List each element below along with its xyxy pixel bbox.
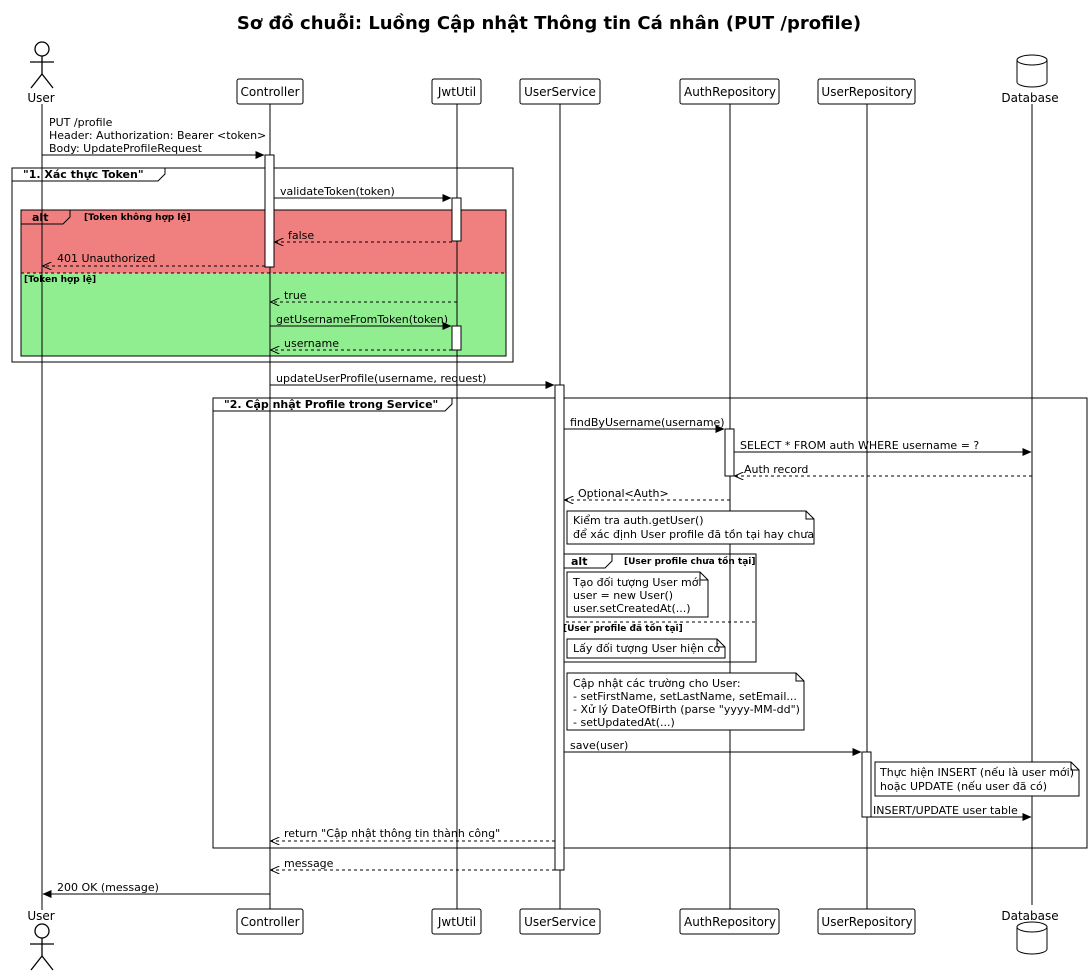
database-top-icon <box>1016 54 1048 88</box>
activation-userrepo <box>861 751 872 818</box>
participant-userrepo-top <box>817 78 916 105</box>
note-create-user <box>566 571 709 618</box>
note-create-user-line3: user.setCreatedAt(...) <box>573 602 691 615</box>
message-true: true <box>284 289 307 302</box>
note-create-user-line1: Tạo đối tượng User mới <box>572 576 702 589</box>
alt-frame-token-tab <box>21 209 71 225</box>
note-update-fields-line3: - Xử lý DateOfBirth (parse "yyyy-MM-dd") <box>573 703 800 716</box>
participant-userrepo-bottom <box>817 908 916 935</box>
message-select-query: SELECT * FROM auth WHERE username = ? <box>740 439 979 452</box>
activation-userservice <box>554 384 565 871</box>
message-return-success: return "Cập nhật thông tin thành công" <box>284 827 500 840</box>
alt-frame-token-op: alt <box>32 211 48 224</box>
guard-token-invalid: [Token không hợp lệ] <box>84 212 191 223</box>
message-optional-auth: Optional<Auth> <box>578 487 669 500</box>
activation-jwtutil-username <box>451 325 462 351</box>
message-save-user: save(user) <box>570 739 628 752</box>
participant-userrepo-top-label: UserRepository <box>821 85 912 99</box>
message-auth-record: Auth record <box>744 463 808 476</box>
message-message: message <box>284 857 334 870</box>
participant-userrepo-bottom-label: UserRepository <box>821 915 912 929</box>
guard-token-valid: [Token hợp lệ] <box>24 275 96 285</box>
activation-jwtutil-validate <box>451 197 462 242</box>
participant-userservice-top-label: UserService <box>524 85 596 99</box>
participant-controller-bottom-label: Controller <box>240 915 299 929</box>
note-insert-or-update-line1: Thực hiện INSERT (nếu là user mới) <box>879 766 1074 779</box>
frame-profile-update <box>212 397 1088 849</box>
note-create-user-line2: user = new User() <box>573 589 673 602</box>
participant-userservice-bottom-label: UserService <box>524 915 596 929</box>
participant-userservice-top <box>519 78 601 105</box>
participant-jwtutil-top-label: JwtUtil <box>437 85 476 99</box>
message-update-user-profile: updateUserProfile(username, request) <box>276 372 486 385</box>
message-false: false <box>288 229 314 242</box>
note-update-fields <box>566 672 805 731</box>
participant-controller-top-label: Controller <box>240 85 299 99</box>
message-find-by-username: findByUsername(username) <box>570 416 725 429</box>
note-insert-or-update <box>874 761 1080 797</box>
participant-authrepo-top-label: AuthRepository <box>684 85 776 99</box>
participant-database-bottom-label: Database <box>1001 909 1058 923</box>
diagram-title: Sơ đồ chuỗi: Luồng Cập nhật Thông tin Cá… <box>237 12 861 34</box>
message-username: username <box>284 337 339 350</box>
participant-user-bottom-label: User <box>27 909 54 923</box>
message-validate-token: validateToken(token) <box>280 185 395 198</box>
message-200-ok: 200 OK (message) <box>57 881 159 894</box>
participant-jwtutil-top <box>431 78 482 105</box>
note-update-fields-line4: - setUpdatedAt(...) <box>573 716 675 729</box>
participant-user-top-label: User <box>27 91 54 105</box>
frame-profile-update-label: "2. Cập nhật Profile trong Service" <box>224 398 438 411</box>
message-put-profile-line1: PUT /profile <box>49 116 113 129</box>
guard-profile-missing: [User profile chưa tồn tại] <box>624 556 755 567</box>
participant-jwtutil-bottom-label: JwtUtil <box>437 915 476 929</box>
alt-frame-token <box>20 209 507 357</box>
activation-controller <box>264 154 275 268</box>
note-insert-or-update-line2: hoặc UPDATE (nếu user đã có) <box>880 780 1047 793</box>
message-401-unauthorized: 401 Unauthorized <box>57 252 155 265</box>
activation-authrepo <box>724 428 735 477</box>
guard-profile-exists: [User profile đã tồn tại] <box>563 623 683 634</box>
participant-jwtutil-bottom <box>431 908 482 935</box>
note-check-user-line1: Kiểm tra auth.getUser() <box>573 514 704 527</box>
message-put-profile-line2: Header: Authorization: Bearer <token> <box>49 129 266 142</box>
note-check-user <box>566 510 815 545</box>
participant-userservice-bottom <box>519 908 601 935</box>
participant-authrepo-top <box>679 78 780 105</box>
actor-user-top <box>30 41 54 89</box>
message-put-profile-line3: Body: UpdateProfileRequest <box>49 142 203 155</box>
participant-authrepo-bottom-label: AuthRepository <box>684 915 776 929</box>
note-existing-user-text: Lấy đối tượng User hiện có <box>573 642 720 655</box>
frame-token-validation <box>11 167 514 363</box>
note-update-fields-line2: - setFirstName, setLastName, setEmail... <box>573 690 797 703</box>
frame-token-validation-label: "1. Xác thực Token" <box>23 168 144 181</box>
alt-valid-token-region <box>21 273 506 356</box>
participant-controller-top <box>236 78 304 105</box>
note-check-user-line2: để xác định User profile đã tồn tại hay … <box>573 528 814 541</box>
note-update-fields-line1: Cập nhật các trường cho User: <box>573 677 741 690</box>
alt-frame-profile-op: alt <box>571 555 587 568</box>
participant-controller-bottom <box>236 908 304 935</box>
participant-database-top-label: Database <box>1001 91 1058 105</box>
message-get-username: getUsernameFromToken(token) <box>276 313 448 326</box>
database-bottom-icon <box>1016 921 1048 955</box>
participant-authrepo-bottom <box>679 908 780 935</box>
frame-token-validation-tab <box>12 167 166 182</box>
frame-profile-update-tab <box>213 397 453 412</box>
message-insert-update: INSERT/UPDATE user table <box>873 804 1018 817</box>
actor-user-bottom <box>30 923 54 971</box>
note-existing-user <box>566 638 726 659</box>
alt-frame-profile-tab <box>560 553 613 569</box>
